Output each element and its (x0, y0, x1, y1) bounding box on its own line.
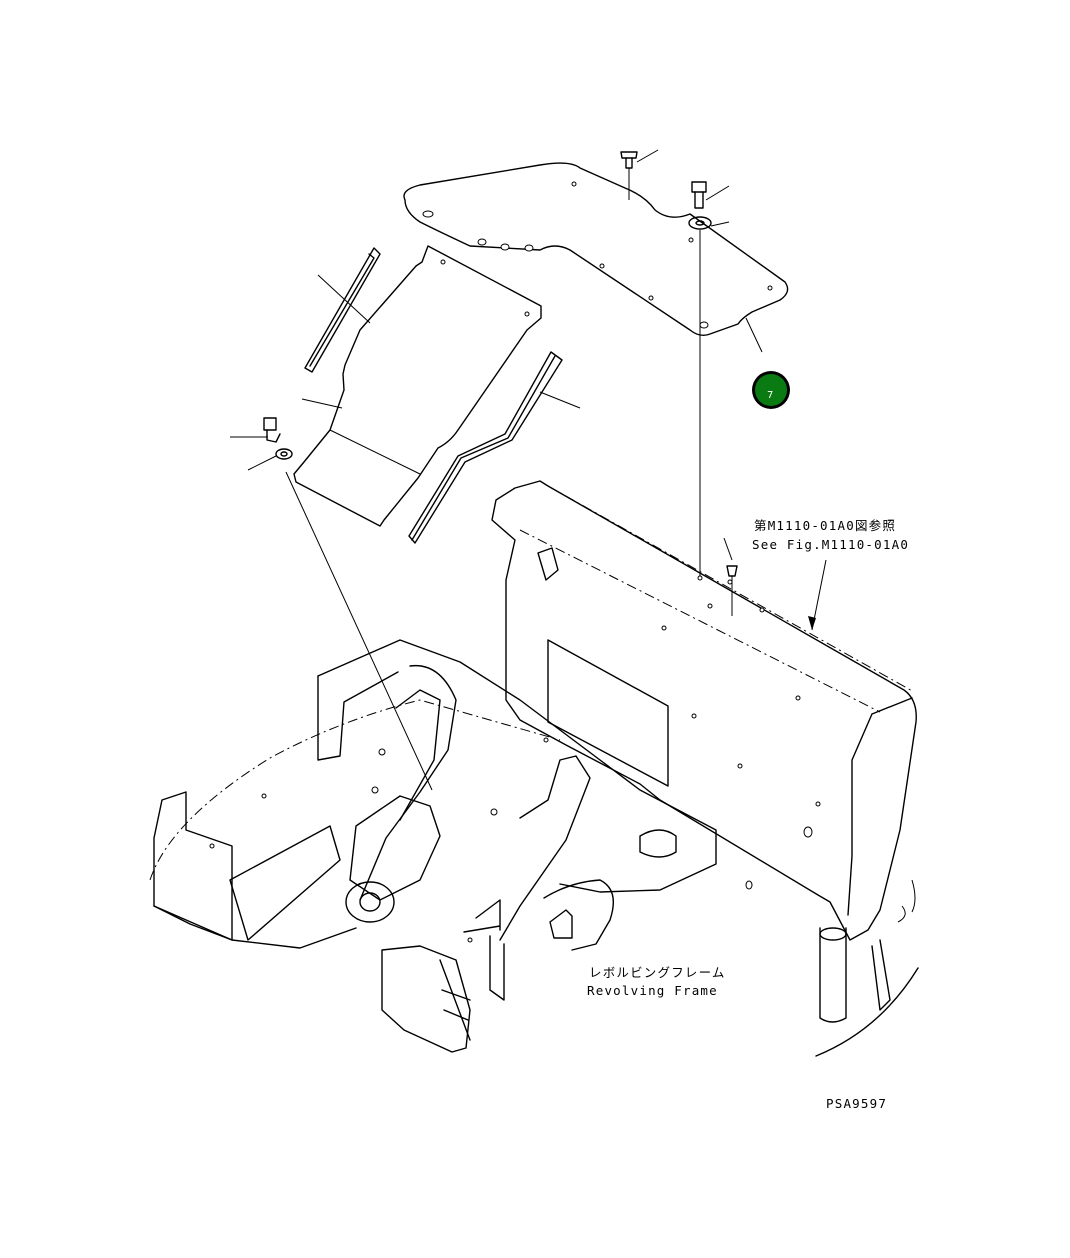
reference-label-jp: 第M1110-01A0図参照 (754, 518, 896, 533)
left-washer-icon (247, 448, 293, 471)
drawing-code: PSA9597 (826, 1096, 887, 1111)
washer-icon (688, 216, 730, 230)
callout-fill (755, 374, 787, 406)
reference-arrow (808, 559, 827, 631)
left-seal-strip (304, 247, 381, 373)
small-bolt-icon (723, 537, 738, 616)
part-callout-badge[interactable]: 7 (752, 371, 790, 409)
left-bolt-icon (230, 417, 281, 443)
frame-label-en: Revolving Frame (587, 983, 718, 998)
reference-label-en: See Fig.M1110-01A0 (752, 537, 909, 552)
callout-number: 7 (767, 390, 773, 401)
counterweight (491, 480, 917, 941)
center-plate (293, 245, 542, 527)
revolving-frame (149, 639, 919, 1057)
hex-bolt-icon (691, 181, 730, 209)
top-cover-plate (403, 162, 789, 337)
right-seal-strip (408, 351, 581, 544)
flat-head-bolt-icon (620, 149, 659, 200)
frame-label-jp: レボルビングフレーム (589, 965, 726, 980)
